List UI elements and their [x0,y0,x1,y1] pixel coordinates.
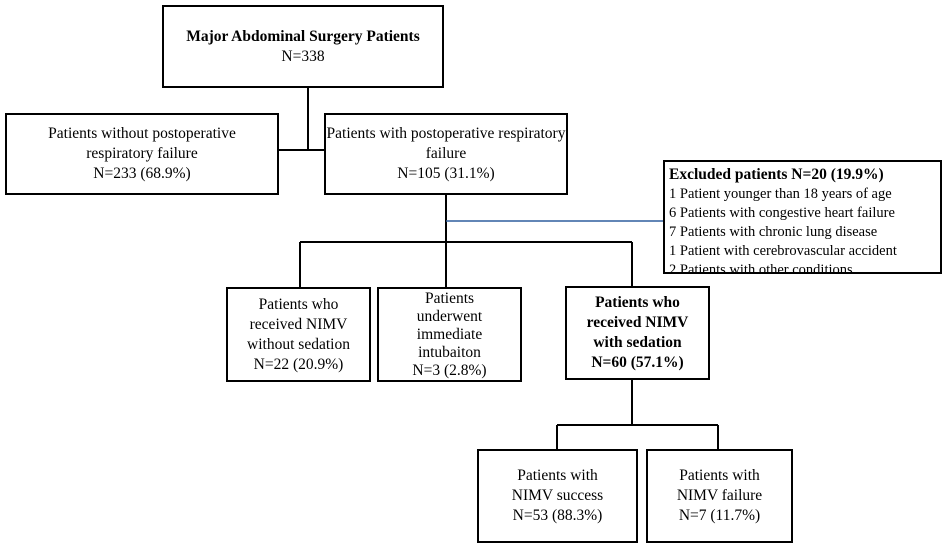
immediate-intubation-box: Patients underwent immediate intubaiton … [377,287,522,382]
excluded-item: 1 Patient with cerebrovascular accident [669,243,897,259]
nimv-success-line1: Patients with [517,467,598,484]
with-failure-line2: failure [425,145,467,162]
excluded-item: 7 Patients with chronic lung disease [669,224,878,240]
nimv-success-count: N=53 (88.3%) [512,507,603,524]
immediate-intubation-line2: underwent [416,307,483,325]
with-failure-line1: Patients with postoperative respiratory [326,125,566,142]
excluded-box: Excluded patients N=20 (19.9%) 1 Patient… [663,160,942,278]
immediate-intubation-line4: intubaiton [418,343,481,361]
nimv-failure-line1: Patients with [679,467,760,484]
nimv-with-sedation-count: N=60 (57.1%) [591,354,684,371]
with-failure-count: N=105 (31.1%) [397,165,495,182]
nimv-success-line2: NIMV success [511,487,604,504]
nimv-with-sedation-line3: with sedation [593,334,682,351]
immediate-intubation-line3: immediate [416,325,483,343]
with-failure-box: Patients with postoperative respiratory … [324,113,568,195]
without-failure-line2: respiratory failure [86,145,198,162]
excluded-item: 1 Patient younger than 18 years of age [669,186,892,202]
root-count: N=338 [281,47,325,65]
nimv-success-box: Patients with NIMV success N=53 (88.3%) [477,449,638,543]
immediate-intubation-line1: Patients [424,289,475,307]
nimv-with-sedation-box: Patients who received NIMV with sedation… [565,286,710,380]
root-box: Major Abdominal Surgery Patients N=338 [162,5,444,88]
without-failure-count: N=233 (68.9%) [93,165,191,182]
without-failure-box: Patients without postoperative respirato… [5,113,279,195]
excluded-item: 6 Patients with congestive heart failure [669,205,895,221]
nimv-failure-box: Patients with NIMV failure N=7 (11.7%) [646,449,793,543]
nimv-without-sedation-count: N=22 (20.9%) [253,355,344,373]
root-title: Major Abdominal Surgery Patients [186,27,420,45]
nimv-with-sedation-line2: received NIMV [586,314,689,331]
immediate-intubation-count: N=3 (2.8%) [412,361,487,379]
without-failure-line1: Patients without postoperative [48,125,236,142]
nimv-with-sedation-line1: Patients who [595,294,680,311]
excluded-item: 2 Patients with other conditions [669,262,853,278]
nimv-failure-line2: NIMV failure [676,487,763,504]
nimv-without-sedation-line1: Patients who [258,295,339,313]
nimv-without-sedation-box: Patients who received NIMV without sedat… [226,287,371,382]
nimv-without-sedation-line3: without sedation [247,335,350,353]
excluded-title: Excluded patients N=20 (19.9%) [669,166,884,183]
nimv-failure-count: N=7 (11.7%) [678,507,761,524]
nimv-without-sedation-line2: received NIMV [249,315,348,333]
